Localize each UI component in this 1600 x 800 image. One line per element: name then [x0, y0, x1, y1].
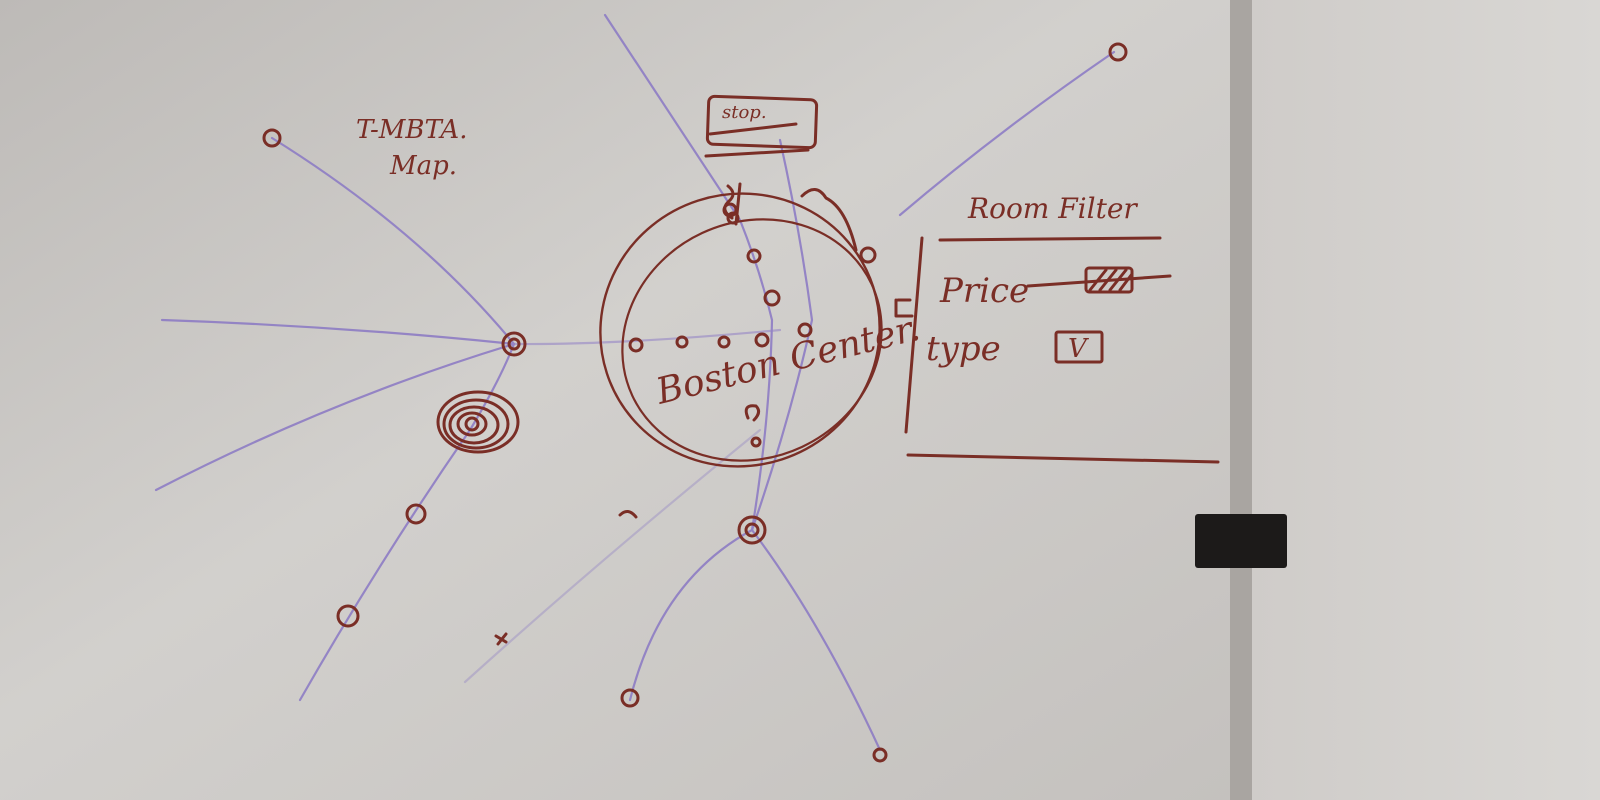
station-hook: [800, 188, 858, 252]
station-circle: [746, 248, 762, 264]
station-x-mark: [494, 632, 508, 646]
eraser-block: [1195, 514, 1287, 568]
filter-bottom-border: [906, 453, 1220, 464]
line-northwest: [270, 136, 516, 346]
wall: [1252, 0, 1600, 800]
station-hub-circle: [501, 331, 527, 357]
price-label: Price: [939, 271, 1029, 311]
station-circle: [262, 128, 282, 148]
line-south-right: [750, 528, 882, 752]
station-circle: [872, 747, 888, 763]
marker-drawing: [262, 42, 1220, 763]
price-slider-thumb-hatch: [1088, 268, 1134, 292]
station-circle: [763, 289, 781, 307]
line-northeast: [898, 50, 1116, 217]
line-west: [160, 318, 516, 346]
line-north-central: [603, 13, 774, 532]
line-south-left: [628, 528, 754, 702]
stop-card-frame: [705, 94, 819, 150]
line-north-central-2: [750, 138, 814, 532]
filter-left-border: [904, 236, 924, 434]
stop-card-label: stop.: [722, 102, 767, 123]
station-circle: [797, 322, 813, 338]
station-circle: [859, 246, 877, 264]
station-partial-mark: [618, 510, 638, 519]
line-south-west: [298, 342, 516, 702]
station-circle: [675, 335, 689, 349]
type-label: type: [926, 329, 1001, 369]
station-circle: [750, 436, 762, 448]
type-checkbox: [1054, 330, 1104, 364]
station-circle: [717, 335, 731, 349]
station-hub-circle-inner: [507, 337, 521, 351]
line-southwest: [154, 342, 516, 492]
station-circle: [620, 688, 640, 708]
station-circle: [1108, 42, 1128, 62]
type-checkbox-mark[interactable]: V: [1068, 334, 1089, 364]
selected-station-scribble: [436, 390, 520, 454]
center-ellipse-inner: [621, 218, 883, 462]
station-circle: [628, 337, 644, 353]
board-frame-edge: [1230, 0, 1252, 800]
station-circle: [737, 515, 767, 545]
station-circle: [336, 604, 360, 628]
stop-card-underline-2: [704, 148, 810, 158]
station-circle: [754, 332, 770, 348]
filter-title-rule: [938, 236, 1162, 242]
station-circle: [405, 503, 427, 525]
filter-title: Room Filter: [967, 192, 1138, 225]
filter-tab-mark: [894, 298, 914, 318]
stop-card-underline: [708, 122, 798, 136]
price-slider-thumb: [1084, 266, 1134, 294]
map-title-line2: Map.: [389, 151, 457, 181]
map-title-line1: T-MBTA.: [356, 115, 467, 145]
station-circle-inner: [744, 522, 760, 538]
station-partial-mark: [744, 404, 761, 422]
